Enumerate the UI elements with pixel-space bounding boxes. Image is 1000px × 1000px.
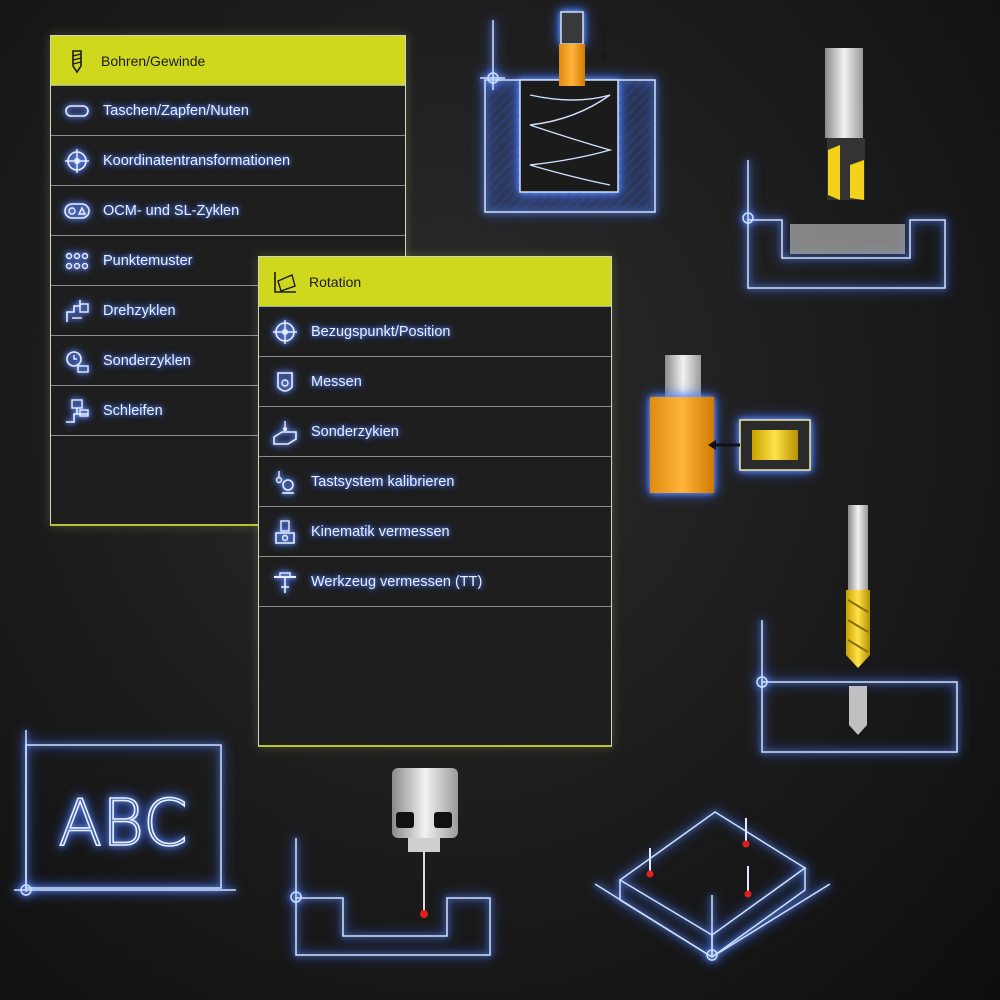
measure-icon	[265, 357, 305, 406]
engraving-text: ABC	[58, 787, 187, 861]
special-probe-icon	[265, 407, 305, 456]
reference-point-icon	[265, 307, 305, 356]
menu-item-special-cycles[interactable]: Sonderzyklen	[51, 336, 405, 386]
menu-item-point-pattern[interactable]: Punktemuster	[51, 236, 405, 286]
pocket-slot-icon	[57, 86, 97, 135]
menu-item-label: Taschen/Zapfen/Nuten	[103, 102, 249, 119]
thread-milling-illustration	[480, 11, 656, 213]
menu-item-reference-point[interactable]: Bezugspunkt/Position	[259, 307, 611, 357]
kinematics-icon	[265, 507, 305, 556]
menu-header-drilling[interactable]: Bohren/Gewinde	[51, 36, 405, 86]
menu-item-label: Kinematik vermessen	[311, 523, 450, 540]
special-cycles-icon	[57, 336, 97, 385]
ocm-sl-icon	[57, 186, 97, 235]
rotation-icon	[265, 257, 305, 306]
menu-item-pockets[interactable]: Taschen/Zapfen/Nuten	[51, 86, 405, 136]
menu-item-label: Punktemuster	[103, 252, 193, 269]
coordinate-transform-icon	[57, 136, 97, 185]
probe-menu-right: Rotation Bezugspunkt/Position Messen Son…	[258, 256, 612, 747]
menu-item-label: Tastsystem kalibrieren	[311, 473, 455, 490]
menu-item-special-probe[interactable]: Sonderzykien	[259, 407, 611, 457]
menu-item-coordinate-transform[interactable]: Koordinatentransformationen	[51, 136, 405, 186]
menu-item-ocm-sl[interactable]: OCM- und SL-Zyklen	[51, 186, 405, 236]
calibrate-probe-icon	[265, 457, 305, 506]
tool-measure-icon	[265, 557, 305, 606]
menu-item-label: OCM- und SL-Zyklen	[103, 202, 240, 219]
drill-thread-icon	[57, 36, 97, 85]
menu-item-grinding[interactable]: Schleifen	[51, 386, 405, 436]
menu-header-label: Bohren/Gewinde	[101, 52, 206, 69]
drilling-illustration	[756, 505, 958, 753]
menu-item-measure[interactable]: Messen	[259, 357, 611, 407]
menu-item-label: Drehzyklen	[103, 302, 176, 319]
menu-item-label: Sonderzykien	[311, 423, 399, 440]
menu-header-label: Rotation	[309, 273, 362, 290]
probe-measure-illustration	[650, 355, 811, 493]
engraving-illustration: ABC	[14, 730, 236, 896]
turning-icon	[57, 286, 97, 335]
menu-item-label: Messen	[311, 373, 362, 390]
menu-item-label: Bezugspunkt/Position	[311, 323, 451, 340]
point-pattern-icon	[57, 236, 97, 285]
menu-item-label: Sonderzyklen	[103, 352, 191, 369]
menu-item-turning[interactable]: Drehzyklen	[51, 286, 405, 336]
menu-item-kinematics[interactable]: Kinematik vermessen	[259, 507, 611, 557]
touch-probe-illustration	[290, 768, 491, 956]
menu-item-label: Schleifen	[103, 402, 163, 419]
menu-item-label: Werkzeug vermessen (TT)	[311, 573, 483, 590]
pocket-milling-illustration	[742, 48, 946, 289]
menu-item-label: Koordinatentransformationen	[103, 152, 291, 169]
grinding-icon	[57, 386, 97, 435]
kinematics-block-illustration	[594, 811, 831, 961]
menu-item-tool-measure[interactable]: Werkzeug vermessen (TT)	[259, 557, 611, 607]
menu-item-calibrate[interactable]: Tastsystem kalibrieren	[259, 457, 611, 507]
menu-header-rotation[interactable]: Rotation	[259, 257, 611, 307]
